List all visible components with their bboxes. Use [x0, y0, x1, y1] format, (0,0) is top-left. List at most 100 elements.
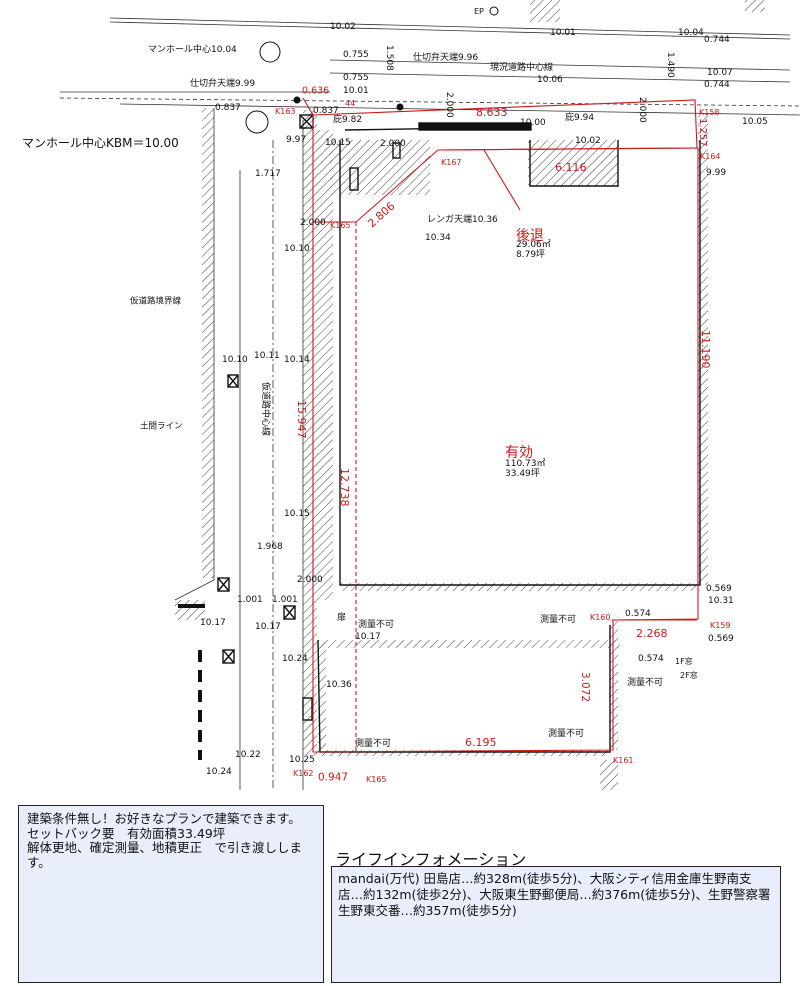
plan-label-brick-top-7: レンガ天端10.36: [427, 213, 498, 225]
plan-label-elev-1022-67: 10.22: [235, 750, 261, 760]
plan-label-elev-1017b-62: 10.17: [255, 622, 281, 632]
plan-label-elev-982-32: 庇9.82: [333, 113, 362, 125]
plan-label-elev-1000-34: 10.00: [520, 118, 546, 128]
plan-label-k165a-80: K165: [330, 221, 351, 230]
plan-label-shikiri-2-3: 仕切弁天端9.96: [413, 51, 478, 63]
plan-label-elev-2000e-52: 2.000: [297, 575, 323, 585]
plan-label-elev-1015b-50: 10.15: [284, 509, 310, 519]
plan-label-elev-1257: 1.257: [697, 118, 708, 147]
plan-label-elev-0574a-58: 0.574: [625, 609, 651, 619]
plan-label-survey-impossible-72: 測量不可: [540, 613, 576, 625]
plan-label-temp-road-center: 仮道路中心線: [260, 382, 272, 436]
building-outlines: [178, 114, 701, 760]
plan-label-elev-2000d-44: 2.000: [300, 218, 326, 228]
plan-label-elev-1001b-54: 1.001: [272, 595, 298, 605]
plan-label-k161-83: K161: [613, 756, 634, 765]
plan-label-ep-8: EP: [474, 7, 484, 16]
plan-label-elev-1031-56: 10.31: [708, 596, 734, 606]
plan-label-elev-0569b-57: 0.569: [708, 634, 734, 644]
plan-label-elev-1717-43: 1.717: [255, 169, 281, 179]
manhole-symbols: [245, 6, 499, 134]
plan-label-window-2f-17: 2F窓: [680, 670, 698, 680]
plan-label-elev-1017a-61: 10.17: [200, 618, 226, 628]
plan-label-elev-994-35: 庇9.94: [565, 111, 594, 123]
plan-label-elev-6195-66: 6.195: [465, 736, 497, 749]
plan-label-elev-6116-41: 6.116: [555, 161, 587, 174]
plan-label-elev-1001-26: 10.01: [343, 86, 369, 96]
plan-label-elev-15947: 15.947: [295, 400, 308, 439]
plan-label-elev-1015-38: 10.15: [325, 138, 351, 148]
hatched-walls: [175, 0, 765, 790]
lifeinfo-text: mandai(万代) 田島店…約328m(徒歩5分)、大阪シティ信用金庫生野南支…: [338, 871, 771, 918]
plan-label-elev-1490: 1.490: [665, 52, 675, 78]
plan-label-elev-1011-48: 10.11: [254, 351, 280, 361]
plan-label-elev-1024a-64: 10.24: [282, 654, 308, 664]
plan-label-manhole-kbm-1: マンホール中心KBM＝10.00: [22, 135, 179, 150]
plan-label-elev-0744a-21: 0.744: [704, 35, 730, 45]
plan-label-elev-2000c-39: 2.000: [380, 139, 406, 149]
plan-label-k165b-85: K165: [366, 775, 387, 784]
plan-label-k167-79: K167: [441, 158, 462, 167]
plan-label-elev-0755b-25: 0.755: [343, 73, 369, 83]
plan-label-elev-1025-68: 10.25: [289, 755, 315, 765]
plan-label-survey-impossible-75: 測量不可: [548, 727, 584, 739]
plan-label-survey-impossible-74: 測量不可: [355, 737, 391, 749]
plan-label-elev-1968-51: 1.968: [257, 542, 283, 552]
plan-label-setback-area-tsubo-11: 8.79坪: [516, 249, 545, 260]
plan-label-elev-1007-23: 10.07: [707, 68, 733, 78]
plan-label-door-15: 扉: [337, 611, 346, 623]
plan-label-elev-1002b-40: 10.02: [575, 136, 601, 146]
plan-label-effective-area-m2-13: 110.73㎡: [505, 458, 546, 469]
plan-label-elev-1034-45: 10.34: [425, 233, 451, 243]
plan-label-elev-1024b-69: 10.24: [206, 767, 232, 777]
plan-label-elev-2806: 2.806: [365, 199, 397, 230]
plan-label-elev-1036-65: 10.36: [326, 680, 352, 690]
plan-label-k162-84: K162: [293, 769, 314, 778]
plan-label-elev-1017c-63: 10.17: [355, 632, 381, 642]
plan-label-elev-0569a-55: 0.569: [706, 584, 732, 594]
plan-label-elev-11190: 11.190: [699, 330, 712, 369]
plan-label-doma-line-6: 土間ライン: [140, 421, 183, 432]
plan-label-manhole-top-0: マンホール中心10.04: [148, 43, 237, 55]
survey-plan: マンホール中心10.04 マンホール中心KBM＝10.00 仕切弁天端9.99 仕切弁…: [22, 0, 800, 790]
plan-label-elev-0837a-30: 0.837: [215, 103, 241, 113]
plan-label-elev-999-42: 9.99: [706, 168, 726, 178]
plan-label-elev-2000b: 2.000: [637, 97, 647, 123]
plan-label-k158-77: K158: [699, 108, 720, 117]
plan-label-elev-997-37: 9.97: [286, 135, 306, 145]
lifeinfo-title: ライフインフォメーション: [335, 850, 527, 869]
plan-label-elev-top-3-20: 10.04: [678, 28, 704, 38]
plan-label-elev-2000a: 2.000: [444, 92, 454, 118]
plan-label-survey-impossible-71: 測量不可: [358, 618, 394, 630]
plan-label-window-1f-16: 1F窓: [675, 656, 693, 666]
plan-label-elev-0755a-24: 0.755: [343, 50, 369, 60]
plan-label-elev-top-1-18: 10.02: [330, 22, 356, 32]
plan-label-road-center-4: 現況道路中心線: [490, 61, 553, 73]
plan-label-elev-1001a-53: 1.001: [237, 595, 263, 605]
plan-label-elev-0744b-22: 0.744: [704, 80, 730, 90]
plan-label-elev-1006-27: 10.06: [537, 75, 563, 85]
plan-label-elev-1010a-46: 10.10: [284, 244, 310, 254]
plan-label-elev-top-2-19: 10.01: [550, 28, 576, 38]
plan-label-elev-1005-36: 10.05: [742, 117, 768, 127]
conditions-text: 建築条件無し！お好きなプランで建築できます。 セットバック要 有効面積33.49…: [27, 811, 303, 870]
plan-label-elev-8633-33: 8.633: [476, 106, 508, 119]
boundary-lines: [302, 97, 699, 753]
plan-label-k159-82: K159: [710, 621, 731, 630]
plan-label-elev-3072: 3.072: [579, 672, 591, 702]
plan-label-elev-0837b-31: 0.837: [313, 106, 339, 116]
plan-label-elev-1010b-47: 10.10: [222, 355, 248, 365]
plan-label-elev-1014-49: 10.14: [284, 355, 310, 365]
plan-label-elev-0947-70: 0.947: [318, 772, 348, 784]
lifeinfo-box: mandai(万代) 田島店…約328m(徒歩5分)、大阪シティ信用金庫生野南支…: [331, 866, 781, 983]
plan-label-elev-0574b-59: 0.574: [638, 654, 664, 664]
plan-label-effective-title-12: 有効: [505, 445, 533, 461]
plan-label-k160-81: K160: [590, 613, 611, 622]
plan-label-effective-area-tsubo-14: 33.49坪: [505, 468, 540, 479]
plan-label-elev-44-29: 44: [345, 99, 355, 108]
plan-label-setback-area-m2-10: 29.06㎡: [516, 239, 551, 250]
plan-labels: マンホール中心10.04 マンホール中心KBM＝10.00 仕切弁天端9.99 仕切弁…: [22, 7, 768, 784]
plan-label-survey-impossible-73: 測量不可: [627, 676, 663, 688]
plan-label-shikiri-1-2: 仕切弁天端9.99: [190, 77, 255, 89]
plan-label-setback-title-9: 後退: [516, 228, 544, 244]
